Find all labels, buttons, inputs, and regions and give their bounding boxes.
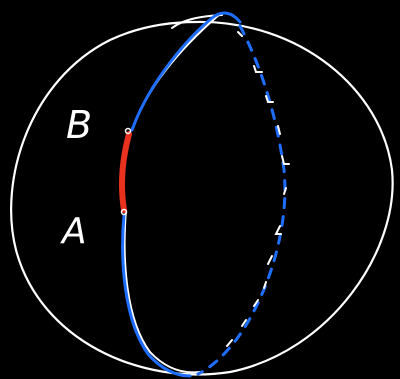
point-a-marker — [120, 208, 128, 216]
label-a: A — [60, 211, 87, 252]
back-arc-ticks — [226, 31, 290, 347]
great-circle-back-arc — [196, 24, 287, 376]
sphere-outline — [10, 20, 394, 376]
great-circle-front-arc — [121, 11, 242, 378]
point-b-marker — [124, 127, 132, 135]
label-b: B — [66, 103, 92, 147]
highlighted-arc-ab — [118, 131, 132, 213]
